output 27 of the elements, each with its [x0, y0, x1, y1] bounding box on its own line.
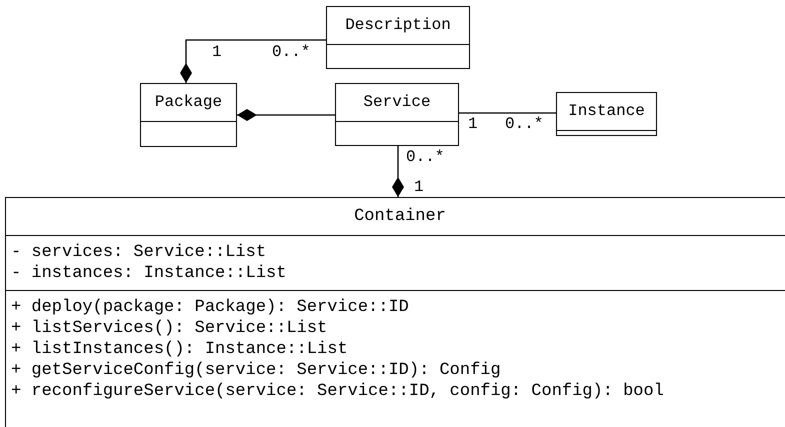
association-line: [459, 112, 556, 114]
class-box: [335, 83, 459, 146]
composition-line: [237, 109, 335, 121]
operation-text: + listInstances(): Instance::List: [11, 339, 348, 360]
operation-text: + listServices(): Service::List: [11, 318, 328, 339]
multiplicity-label: 0..*: [272, 43, 310, 61]
multiplicity-label: 1: [212, 43, 222, 61]
class-box: [140, 83, 237, 147]
class-box: [5, 197, 785, 427]
operation-text: + deploy(package: Package): Service::ID: [11, 297, 409, 318]
class-name: Description: [345, 15, 451, 36]
multiplicity-label: 1: [468, 115, 478, 133]
class-name: Service: [363, 92, 431, 113]
multiplicity-label: 0..*: [406, 148, 444, 166]
attribute-text: - services: Service::List: [11, 242, 266, 263]
class-name: Package: [154, 92, 222, 113]
attribute-text: - instances: Instance::List: [11, 263, 286, 284]
multiplicity-label: 0..*: [505, 115, 544, 133]
operation-text: + reconfigureService(service: Service::ID, config: Config): bool: [11, 381, 664, 402]
composition-line: [392, 146, 404, 197]
class-box: [556, 92, 657, 136]
multiplicity-label: 1: [414, 178, 424, 196]
operation-text: + getServiceConfig(service: Service::ID): Config: [11, 360, 501, 381]
class-box: [326, 6, 470, 69]
class-name: Container: [354, 206, 446, 227]
class-name: Instance: [568, 101, 645, 122]
composition-line: [180, 39, 326, 83]
